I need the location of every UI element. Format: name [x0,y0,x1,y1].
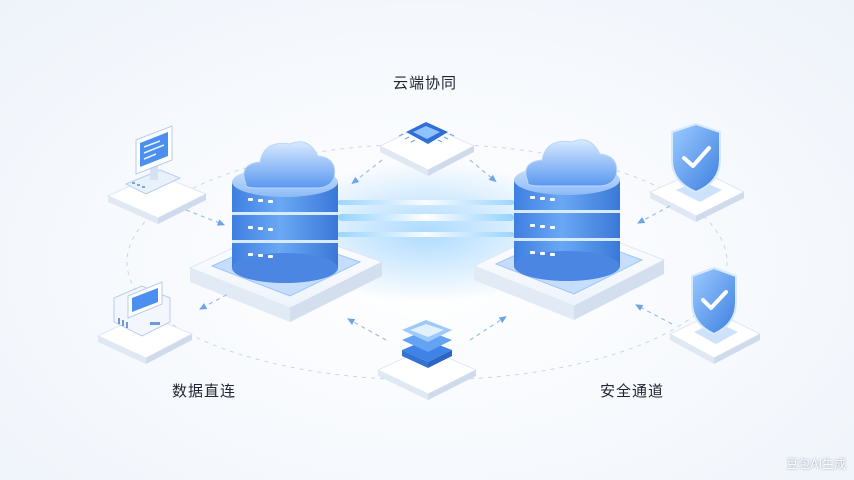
watermark: 豆包AI生成 [786,457,846,471]
flow-arrows [185,159,673,341]
right-cloud-server [472,139,666,320]
label-direct-data: 数据直连 [172,382,237,400]
data-link-beams [338,200,514,237]
cloud-server-icon [525,139,618,187]
workstation-icon [113,281,171,337]
chip-icon [398,122,455,144]
database-node [376,320,478,400]
left-cloud-server [188,141,384,322]
shield-node-bottom [668,266,762,364]
monitor-icon [124,125,182,195]
workstation-node [96,281,194,364]
label-secure-channel: 安全通道 [600,382,665,400]
shield-check-icon [691,266,737,336]
shield-check-icon [671,122,721,194]
monitor-node [106,125,208,224]
database-stack-icon [402,320,452,368]
label-cloud-sync: 云端协同 [393,74,458,92]
cloud-server-icon [243,141,336,189]
chip-node [378,122,476,176]
shield-node-top [648,122,746,222]
